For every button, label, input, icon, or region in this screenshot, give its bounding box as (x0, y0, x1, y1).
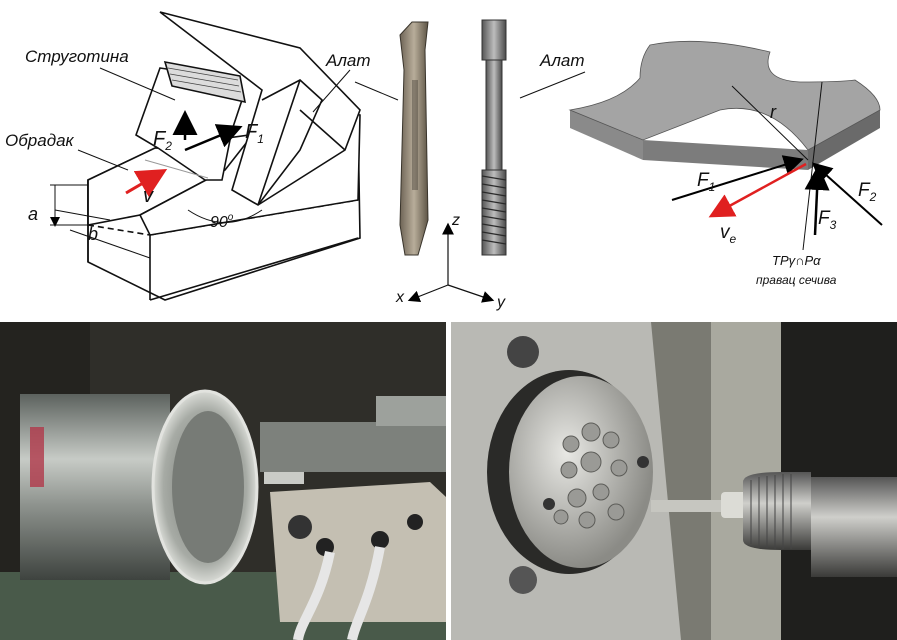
edge-direction-label: правац сечива (756, 273, 837, 287)
radius-label: r (770, 102, 777, 122)
axis-x-label: x (395, 289, 405, 306)
f1-label-right: F1 (697, 170, 715, 194)
chip-label: Струготина (25, 47, 129, 66)
ve-label: ve (720, 222, 737, 246)
f3-label-right: F3 (818, 208, 837, 232)
velocity-ve-arrow (708, 162, 807, 218)
xyz-axes (407, 222, 495, 303)
velocity-label: v (143, 185, 154, 207)
axis-z-label: z (451, 212, 460, 229)
angle-label: 90o (210, 212, 234, 231)
force-f2-label: F2 (153, 128, 172, 153)
force-f1-label: F1 (245, 121, 264, 146)
width-b-label: b (88, 224, 98, 244)
f2-label-right: F2 (858, 180, 877, 204)
leader-lines (77, 67, 586, 171)
force-f1-arrow-right (671, 155, 804, 201)
cutting-edge-line (144, 159, 209, 179)
force-f1-arrow (184, 124, 243, 152)
tapping-scene (451, 322, 897, 640)
tap-tool (481, 19, 507, 256)
lathe-photo (0, 322, 446, 640)
intersection-label: TPγ∩Pα (772, 253, 821, 268)
depth-a-label: a (28, 204, 38, 224)
velocity-arrow (125, 168, 168, 198)
cutoff-tool-bit (399, 21, 429, 256)
tool-label-right: Алат (539, 51, 585, 70)
dimension-lines (50, 184, 263, 259)
orthogonal-cutting-diagram: Струготина Обрадак Алат F2 F1 v a b 90o … (5, 11, 883, 311)
axis-y-label: y (496, 294, 506, 311)
cutting-tool-wedge (159, 11, 361, 206)
force-f3-arrow-right (804, 165, 830, 236)
tap-cross-section (568, 40, 881, 170)
tapping-photo (451, 322, 897, 640)
workpiece-label: Обрадак (5, 131, 75, 150)
tool-label-left: Алат (325, 51, 371, 70)
lathe-scene (0, 322, 446, 640)
